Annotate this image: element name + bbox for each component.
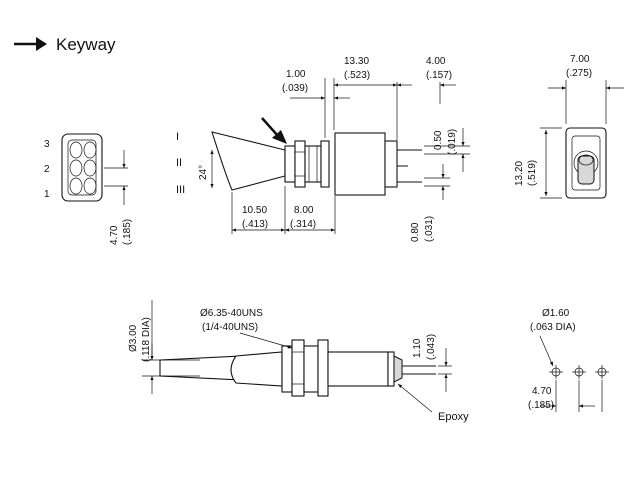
pcb-hole-pattern: Ø1.60 (.063 DIA) 4.70 (.185): [528, 308, 609, 412]
epoxy-label: Epoxy: [438, 411, 469, 423]
pin-1-label: 1: [44, 189, 50, 200]
dim-0-50-mm: 0.50: [433, 130, 444, 150]
keyway-legend: Keyway: [14, 35, 116, 54]
dim-1-10-mm: 1.10: [412, 338, 423, 358]
dim-8-00-mm: 8.00: [294, 205, 314, 216]
dim-1-60-dia-in: (.063 DIA): [530, 322, 576, 333]
dim-13-30-in: (.523): [344, 70, 370, 81]
dim-1-60-dia-mm: Ø1.60: [542, 308, 570, 319]
dim-4-70-in: (.185): [122, 219, 133, 245]
dim-0-80-mm: 0.80: [410, 222, 421, 242]
hole-1: [549, 365, 563, 379]
dim-4-70-pitch-mm: 4.70: [532, 386, 552, 397]
position-i-label: I: [176, 131, 179, 143]
dim-1-00-in: (.039): [282, 83, 308, 94]
dim-4-00-mm: 4.00: [426, 56, 446, 67]
dim-13-20-in: (.519): [527, 160, 538, 186]
hole-2: [572, 365, 586, 379]
dim-3-00-dia-in: (.118 DIA): [141, 317, 152, 362]
dim-1-00-mm: 1.00: [286, 69, 306, 80]
dim-10-50-in: (.413): [242, 219, 268, 230]
pin-2-label: 2: [44, 164, 50, 175]
pin-3-label: 3: [44, 139, 50, 150]
dim-13-20-mm: 13.20: [514, 161, 525, 186]
dim-7-00-mm: 7.00: [570, 54, 590, 65]
thread-size-mm: Ø6.35-40UNS: [200, 308, 263, 319]
dim-8-00-in: (.314): [290, 219, 316, 230]
dim-10-50-mm: 10.50: [242, 205, 267, 216]
lever-end-view: 7.00 (.275) 13.20 (.519): [514, 54, 624, 199]
dim-1-10-in: (.043): [426, 334, 437, 360]
position-iii-label: III: [176, 184, 185, 196]
keyway-label: Keyway: [56, 35, 116, 54]
position-ii-label: II: [176, 157, 182, 169]
dim-4-70-mm: 4.70: [109, 225, 120, 245]
dim-0-80-in: (.031): [424, 216, 435, 242]
dim-7-00-in: (.275): [566, 68, 592, 79]
angle-24-label: 24°: [198, 165, 209, 180]
dim-13-30-mm: 13.30: [344, 56, 369, 67]
arrow-right-icon: [14, 37, 47, 51]
dim-3-00-dia-mm: Ø3.00: [128, 324, 139, 352]
keyway-arrow-icon: [261, 117, 287, 144]
side-view: I II III 24° 1.00 (.039) 13.30 (.523) 4.…: [176, 56, 470, 242]
dim-4-00-in: (.157): [426, 70, 452, 81]
hole-3: [595, 365, 609, 379]
dim-0-50-in: (.019): [447, 129, 458, 155]
bottom-side-view: Ø3.00 (.118 DIA) Ø6.35-40UNS (1/4-40UNS)…: [128, 300, 469, 423]
pin-end-view: 3 2 1 4.70 (.185): [44, 133, 133, 245]
thread-size-in: (1/4-40UNS): [202, 322, 258, 333]
dim-4-70-pitch-in: (.185): [528, 400, 554, 411]
